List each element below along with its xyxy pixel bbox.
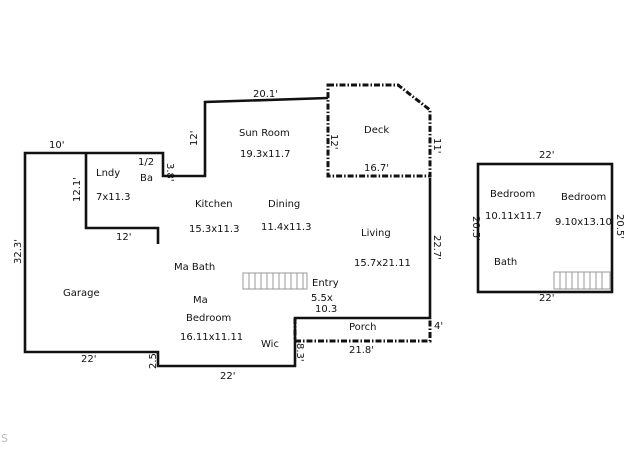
room-ma-bath-name: Ma Bath — [174, 262, 215, 273]
upper-dim-left-20-5: 20.5' — [470, 216, 481, 241]
dim-bottom-8-3: 8.3' — [294, 343, 305, 362]
dim-top-20-1: 20.1' — [253, 89, 278, 100]
upper-bedroom-2-name: Bedroom — [561, 192, 606, 203]
room-dining-name: Dining — [268, 199, 300, 210]
dim-deck-16-7: 16.7' — [364, 163, 389, 174]
upper-bedroom-2-size: 9.10x13.10 — [555, 217, 612, 228]
room-half-bath-line2: Ba — [140, 173, 153, 184]
room-entry-name: Entry — [312, 278, 339, 289]
room-ma-bedroom-line1: Ma — [193, 295, 208, 306]
room-sun-room-size: 19.3x11.7 — [240, 149, 290, 160]
dim-garage-32-3: 32.3' — [13, 239, 24, 264]
upper-bath-name: Bath — [494, 257, 517, 268]
room-kitchen-size: 15.3x11.3 — [189, 224, 239, 235]
room-wic-name: Wic — [261, 339, 279, 350]
dim-lndy-12: 12' — [116, 232, 131, 243]
deck-outline — [326, 83, 432, 178]
dim-sunroom-12: 12' — [189, 131, 200, 146]
dim-step-3-8: 3.8' — [164, 163, 175, 182]
room-entry-size-line1: 5.5x — [311, 293, 333, 304]
room-porch-name: Porch — [349, 322, 377, 333]
room-lndy-size: 7x11.3 — [96, 192, 131, 203]
upper-stairs — [553, 271, 611, 290]
laundry-wall — [84, 153, 160, 244]
dim-bottom-2-5: 2.5' — [148, 350, 159, 369]
dim-garage-12-1: 12.1' — [72, 177, 83, 202]
watermark-letter: S — [1, 432, 8, 445]
dim-porch-4: 4' — [434, 321, 443, 332]
upper-dim-right-20-5: 20.5' — [614, 214, 625, 239]
upper-bedroom-1-name: Bedroom — [490, 189, 535, 200]
dim-right-22-7: 22.7' — [431, 235, 442, 260]
room-living-size: 15.7x21.11 — [354, 258, 411, 269]
room-entry-size-line2: 10.3 — [315, 304, 337, 315]
room-sun-room-name: Sun Room — [239, 128, 290, 139]
room-lndy-name: Lndy — [96, 168, 120, 179]
room-living-name: Living — [361, 228, 391, 239]
dim-garage-10: 10' — [49, 140, 64, 151]
main-stairs — [242, 272, 308, 290]
dim-deck-11: 11' — [431, 138, 442, 153]
upper-bedroom-1-size: 10.11x11.7 — [485, 211, 542, 222]
room-deck-name: Deck — [364, 125, 389, 136]
room-garage-name: Garage — [63, 288, 100, 299]
porch-outline — [293, 318, 432, 343]
upper-dim-bottom-22: 22' — [539, 293, 554, 304]
room-half-bath-line1: 1/2 — [138, 157, 154, 168]
dim-bottom-22: 22' — [220, 371, 235, 382]
dim-garage-22: 22' — [81, 354, 96, 365]
upper-dim-top-22: 22' — [539, 150, 554, 161]
room-kitchen-name: Kitchen — [195, 199, 233, 210]
room-ma-bedroom-size: 16.11x11.11 — [180, 332, 243, 343]
dim-porch-21-8: 21.8' — [349, 345, 374, 356]
dim-deck-12: 12' — [328, 134, 339, 149]
room-dining-size: 11.4x11.3 — [261, 222, 311, 233]
upper-floor-outline — [476, 162, 614, 294]
room-ma-bedroom-line2: Bedroom — [186, 313, 231, 324]
